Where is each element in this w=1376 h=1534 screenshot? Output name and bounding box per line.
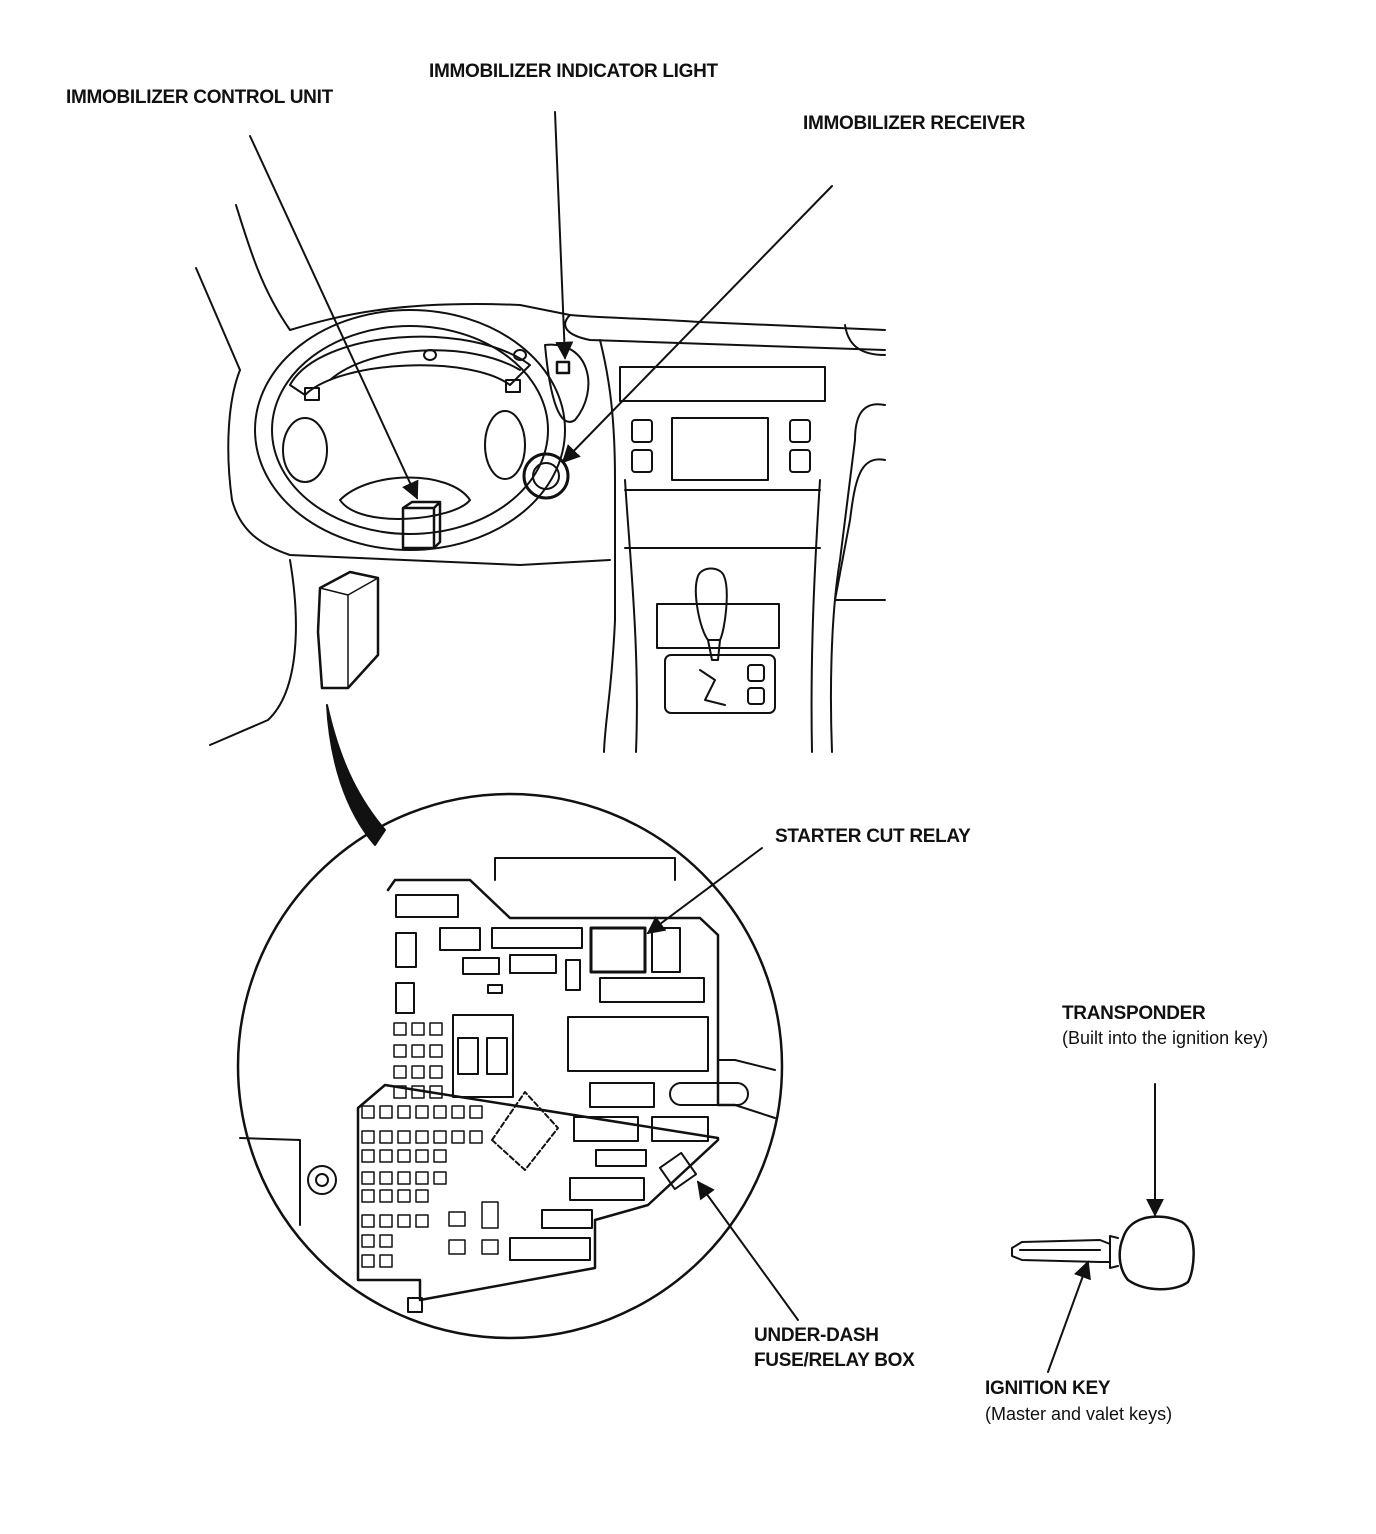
transponder-label: TRANSPONDER	[1062, 1003, 1206, 1024]
under-dash-fuse-relay-box-label: UNDER-DASH FUSE/RELAY BOX	[754, 1325, 915, 1371]
ignition-key-label: IGNITION KEY	[985, 1378, 1111, 1399]
ignition-key-illustration	[1011, 1215, 1195, 1291]
immobilizer-receiver-label: IMMOBILIZER RECEIVER	[803, 113, 1026, 134]
immobilizer-control-unit-label: IMMOBILIZER CONTROL UNIT	[66, 87, 333, 108]
immobilizer-indicator-light-label: IMMOBILIZER INDICATOR LIGHT	[429, 61, 718, 82]
ignition-key-note: (Master and valet keys)	[985, 1404, 1173, 1424]
zoom-connector	[326, 704, 386, 846]
leader-arrows	[249, 111, 1164, 1373]
starter-cut-relay-label: STARTER CUT RELAY	[775, 826, 971, 847]
fuse-box-zoom-view	[236, 792, 784, 1340]
transponder-note: (Built into the ignition key)	[1062, 1028, 1269, 1048]
dashboard-illustration	[195, 204, 886, 753]
